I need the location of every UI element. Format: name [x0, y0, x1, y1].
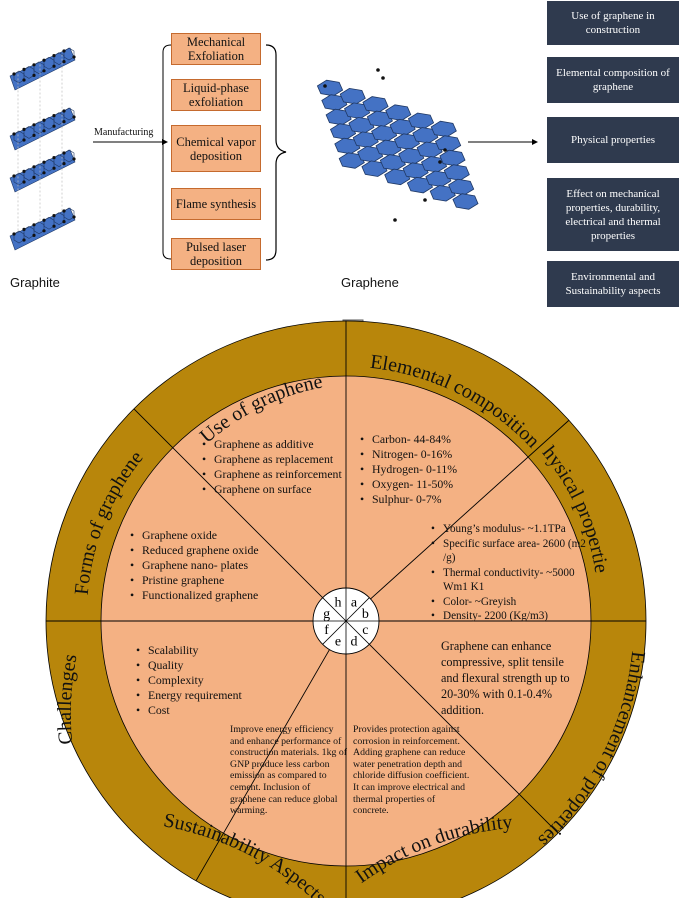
graphite-illustration — [9, 47, 76, 251]
graphene-hex — [316, 79, 344, 97]
wheel-divider — [369, 644, 559, 834]
list-item: Nitrogen- 0-16% — [372, 447, 512, 462]
graphene-illustration — [316, 68, 479, 222]
list-item: Specific surface area- 2600 (m2 /g) — [443, 537, 593, 566]
graphene-hex — [339, 87, 366, 105]
topic-elemental-composition: Elemental composition of graphene — [547, 57, 679, 103]
graphene-hex — [439, 149, 466, 167]
method-mechanical-exfoliation: Mechanical Exfoliation — [171, 33, 261, 65]
list-item: Energy requirement — [148, 688, 298, 703]
graphene-hex — [452, 193, 479, 210]
center-letter-f: f — [324, 623, 329, 638]
sustainability-text: Improve energy efficiency and enhance pe… — [230, 724, 347, 817]
method-liquid-phase-exfoliation: Liquid-phase exfoliation — [171, 79, 261, 111]
list-item: Hydrogen- 0-11% — [372, 462, 512, 477]
list-item: Graphene as replacement — [214, 452, 364, 467]
list-item: Cost — [148, 703, 298, 718]
list-item: Complexity — [148, 673, 298, 688]
method-flame-synthesis: Flame synthesis — [171, 188, 261, 220]
methods-right-brace — [265, 44, 287, 261]
graphene-hex — [407, 112, 435, 129]
list-item: Carbon- 44-84% — [372, 432, 512, 447]
manufacturing-label: Manufacturing — [94, 127, 154, 138]
topic-mechanical-durability: Effect on mechanical properties, durabil… — [547, 178, 679, 251]
methods-left-bracket — [162, 44, 172, 260]
enhancement-text: Graphene can enhance compressive, split … — [441, 639, 570, 717]
challenges-list: Scalability Quality Complexity Energy re… — [134, 643, 298, 718]
graphene-hex — [434, 135, 462, 152]
graphite-layer — [9, 207, 76, 251]
forms-of-graphene-list: Graphene oxide Reduced graphene oxide Gr… — [128, 528, 312, 603]
use-of-graphene-list: Graphene as additive Graphene as replace… — [200, 437, 364, 497]
method-chemical-vapor-deposition: Chemical vapor deposition — [171, 125, 261, 172]
center-letter-h: h — [334, 596, 341, 611]
list-item: Pristine graphene — [142, 573, 312, 588]
list-item: Functionalized graphene — [142, 588, 312, 603]
wheel-divider — [195, 649, 330, 882]
graphite-layer — [9, 107, 76, 151]
list-item: Scalability — [148, 643, 298, 658]
list-item: Quality — [148, 658, 298, 673]
list-item: Sulphur- 0-7% — [372, 492, 512, 507]
list-item: Oxygen- 11-50% — [372, 477, 512, 492]
topics-arrowhead — [532, 139, 538, 145]
graphene-label: Graphene — [341, 275, 399, 290]
list-item: Graphene on surface — [214, 482, 364, 497]
list-item: Density- 2200 (Kg/m3) — [443, 609, 593, 624]
durability-text: Provides protection against corrosion in… — [353, 724, 470, 817]
list-item: Color- ~Greyish — [443, 595, 593, 610]
list-item: Graphene nano- plates — [142, 558, 312, 573]
list-item: Thermal conductivity- ~5000 Wm1 K1 — [443, 566, 593, 595]
center-letter-e: e — [335, 634, 341, 649]
center-letter-g: g — [323, 607, 330, 622]
center-letter-d: d — [351, 634, 358, 649]
elemental-composition-list: Carbon- 44-84% Nitrogen- 0-16% Hydrogen-… — [358, 432, 512, 507]
topic-physical-properties: Physical properties — [547, 117, 679, 163]
center-letter-b: b — [362, 607, 369, 622]
list-item: Young’s modulus- ~1.1TPa — [443, 522, 593, 537]
center-letter-c: c — [362, 623, 368, 638]
graphene-hex — [448, 178, 475, 196]
list-item: Graphene oxide — [142, 528, 312, 543]
wheel-divider — [370, 419, 570, 600]
graphene-hex — [362, 96, 389, 113]
list-item: Reduced graphene oxide — [142, 543, 312, 558]
list-item: Graphene as additive — [214, 437, 364, 452]
topic-environmental-sustainability: Environmental and Sustainability aspects — [547, 261, 679, 307]
graphene-hex — [385, 104, 412, 121]
graphene-hex — [430, 120, 457, 138]
graphite-layer — [9, 149, 76, 193]
center-letter-a: a — [351, 596, 358, 611]
graphene-hex — [443, 164, 470, 181]
list-item: Graphene as reinforcement — [214, 467, 364, 482]
graphite-layer — [9, 47, 76, 91]
topic-use-of-graphene: Use of graphene in construction — [547, 1, 679, 45]
method-pulsed-laser-deposition: Pulsed laser deposition — [171, 238, 261, 270]
physical-properties-list: Young’s modulus- ~1.1TPa Specific surfac… — [429, 522, 593, 624]
graphite-label: Graphite — [10, 275, 60, 290]
